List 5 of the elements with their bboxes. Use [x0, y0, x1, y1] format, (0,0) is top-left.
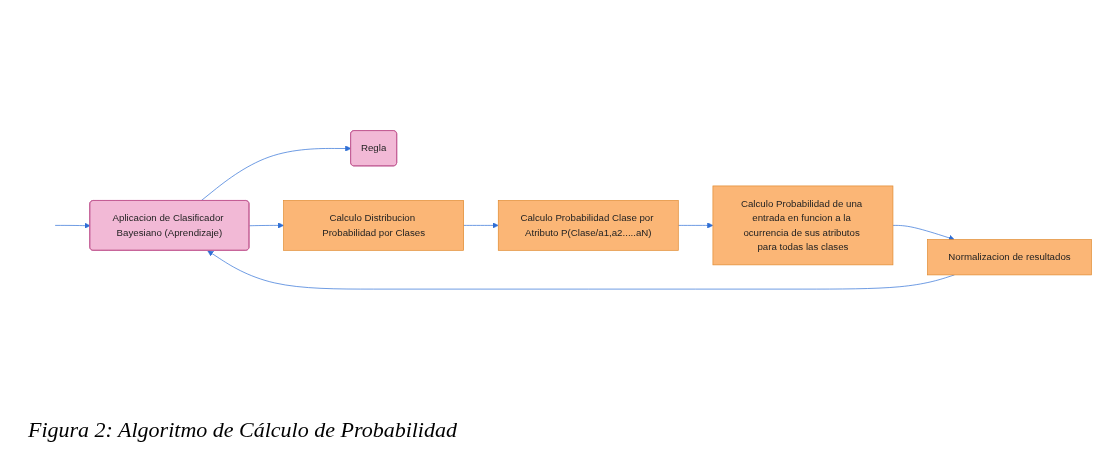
node-box: Calculo Probabilidad de una entrada en funcion a la ocurrencia de sus atributos para todas las clases: [712, 185, 894, 265]
node-box: Normalizacion de resultados: [927, 238, 1092, 275]
node-box: Calculo Probabilidad Clase por Atributo P(Clase/a1,a2.....aN): [497, 199, 679, 251]
node-box: Calculo Distribucion Probabilidad por Clases: [283, 199, 464, 251]
figure-caption: Figura 2: Algoritmo de Cálculo de Probabilidad: [27, 416, 458, 444]
